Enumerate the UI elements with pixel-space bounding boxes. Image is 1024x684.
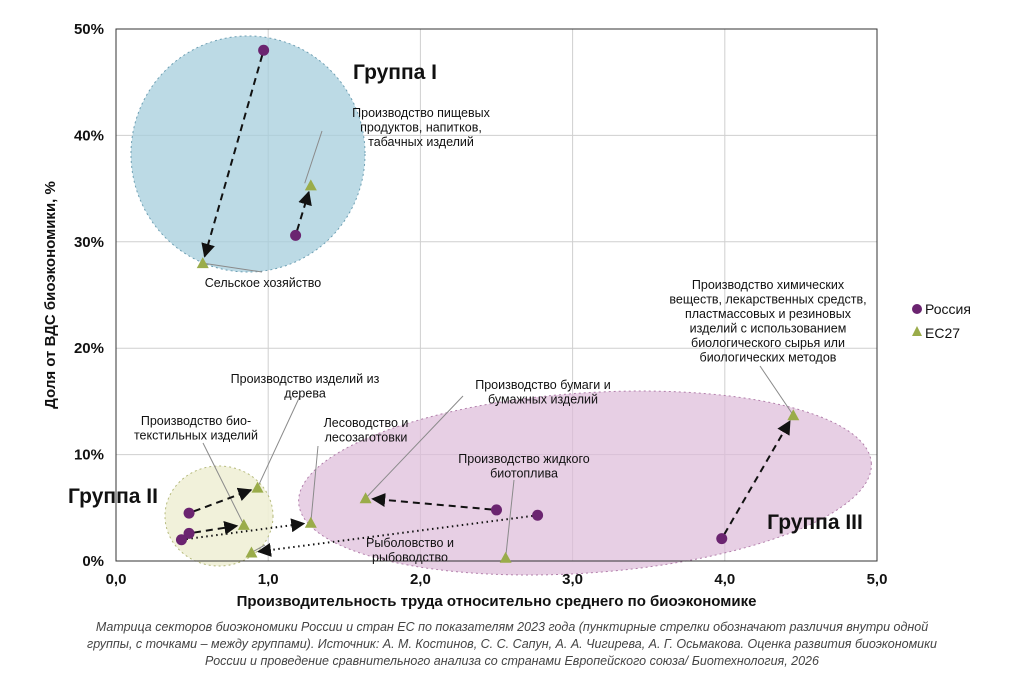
caption-line-3: России и проведение сравнительного анали… xyxy=(205,654,819,668)
annotation-leader-line xyxy=(310,445,319,523)
y-tick-label: 20% xyxy=(74,340,104,357)
annotation-leader-line xyxy=(759,365,794,416)
y-tick-label: 0% xyxy=(82,553,104,570)
russia-point xyxy=(290,229,302,241)
group-2-ellipse xyxy=(164,465,274,567)
group-3-label: Группа III xyxy=(767,511,863,534)
annotation-text: табачных изделий xyxy=(368,135,474,149)
legend-russia-label: Россия xyxy=(925,301,971,317)
dotted-arrow xyxy=(257,514,533,557)
figure-caption: Матрица секторов биоэкономики России и с… xyxy=(30,619,994,670)
annotation-text: Производство химических xyxy=(692,278,845,292)
annotation-text: Рыболовство и xyxy=(366,536,454,550)
dashed-arrow xyxy=(371,492,492,511)
russia-point xyxy=(258,44,270,56)
russia-point xyxy=(491,504,502,516)
annotation-text: лесозаготовки xyxy=(325,431,408,445)
legend-russia-marker xyxy=(912,304,922,314)
eu27-point xyxy=(196,257,209,269)
legend-eu27-marker xyxy=(912,326,922,336)
y-axis-title: Доля от ВДС биоэкономики, % xyxy=(42,181,59,409)
plot-border xyxy=(115,28,878,562)
annotation-text: биологического сырья или xyxy=(691,336,845,350)
dashed-arrow xyxy=(723,420,791,535)
annotation-text: веществ, лекарственных средств, xyxy=(669,293,866,307)
y-tick-label: 10% xyxy=(74,447,104,464)
eu27-point xyxy=(304,179,317,191)
annotation-text: бумажных изделий xyxy=(488,393,598,407)
caption-line-1: Матрица секторов биоэкономики России и с… xyxy=(95,620,929,634)
annotation-text: Сельское хозяйство xyxy=(205,276,321,290)
caption-line-2: группы, с точками – между группами). Ист… xyxy=(87,637,937,651)
annotation-leader-line xyxy=(202,442,245,526)
eu27-point xyxy=(499,551,512,563)
x-axis-title: Производительность труда относительно ср… xyxy=(237,593,757,610)
annotation-text: продуктов, напитков, xyxy=(360,121,482,135)
annotation-text: Производство жидкого xyxy=(458,452,589,466)
legend-eu27-label: ЕС27 xyxy=(925,325,960,341)
annotation-text: Производство био- xyxy=(141,414,251,428)
russia-point xyxy=(183,527,195,539)
eu27-point xyxy=(304,516,317,528)
x-tick-label: 1,0 xyxy=(258,571,279,588)
eu27-point xyxy=(251,481,264,493)
x-tick-label: 0,0 xyxy=(106,571,127,588)
annotation-leader-line xyxy=(202,262,263,273)
annotation-text: рыбоводство xyxy=(372,551,448,565)
annotation-text: биологических методов xyxy=(700,351,837,365)
annotation-text: пластмассовых и резиновых xyxy=(685,307,852,321)
russia-point xyxy=(175,534,187,546)
annotation-leader-line xyxy=(365,395,464,499)
russia-point xyxy=(716,533,728,545)
y-tick-label: 50% xyxy=(74,21,104,38)
annotation-leader-line xyxy=(505,479,515,558)
group-1-label: Группа I xyxy=(353,61,437,84)
annotation-text: изделий с использованием xyxy=(690,322,847,336)
y-tick-label: 30% xyxy=(74,234,104,251)
russia-point xyxy=(532,509,544,521)
eu27-point xyxy=(237,518,250,530)
dashed-arrow xyxy=(296,190,312,231)
annotation-leader-line xyxy=(257,395,301,488)
russia-point xyxy=(183,507,195,519)
eu27-point xyxy=(359,492,372,504)
dashed-arrow xyxy=(201,54,264,258)
bioeconomy-matrix-chart: 0,0 1,0 2,0 3,0 4,0 5,0 0% 10% 20% 30% 40% 50% Произ… xyxy=(42,21,971,610)
dashed-arrow xyxy=(193,520,239,535)
annotation-leader-line xyxy=(304,130,323,184)
annotation-text: Производство пищевых xyxy=(352,106,490,120)
annotation-text: биотоплива xyxy=(490,467,558,481)
eu27-point xyxy=(787,409,800,421)
group-2-label: Группа II xyxy=(68,485,158,508)
annotation-text: текстильных изделий xyxy=(134,429,258,443)
annotation-text: дерева xyxy=(284,387,326,401)
annotation-text: Производство бумаги и xyxy=(475,378,611,392)
annotation-text: Лесоводство и xyxy=(324,416,409,430)
eu27-point xyxy=(245,546,258,558)
group-1-ellipse xyxy=(130,35,366,273)
x-tick-label: 4,0 xyxy=(714,571,735,588)
x-tick-label: 3,0 xyxy=(562,571,583,588)
x-tick-label: 2,0 xyxy=(410,571,431,588)
dashed-arrow xyxy=(193,487,253,513)
x-tick-label: 5,0 xyxy=(867,571,888,588)
annotation-text: Производство изделий из xyxy=(231,372,380,386)
y-tick-label: 40% xyxy=(74,127,104,144)
